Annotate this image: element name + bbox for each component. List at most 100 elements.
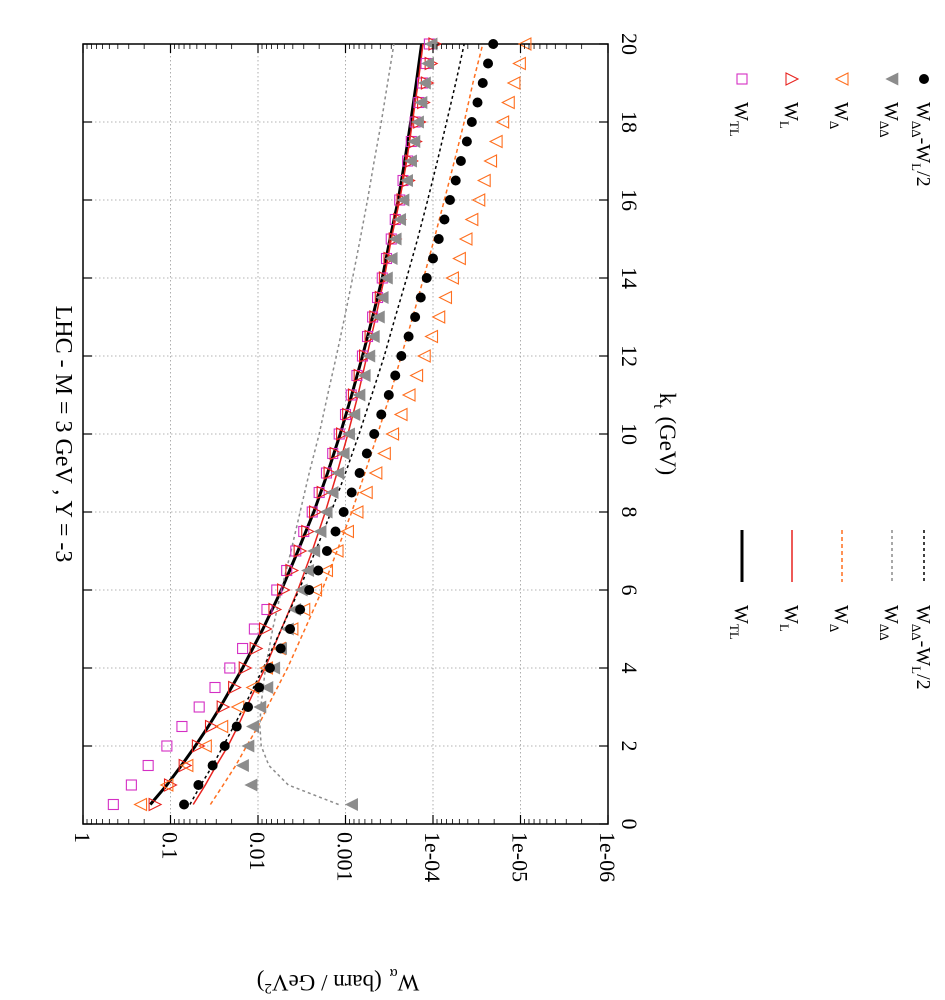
data-point-0 [161, 740, 173, 752]
legend-label-base: W [880, 605, 902, 624]
data-point-1 [359, 349, 373, 363]
legend-label-base: W [912, 102, 934, 121]
data-point-3 [246, 720, 259, 733]
data-point-2 [438, 290, 453, 305]
data-point-3 [366, 330, 380, 343]
data-point-4 [461, 136, 472, 147]
data-point-4 [439, 214, 450, 225]
legend-label-sub: ΔΔ [909, 624, 924, 641]
data-point-3 [414, 96, 428, 109]
data-point-2 [495, 115, 510, 129]
data-point-1 [323, 466, 338, 480]
data-point-4 [488, 39, 499, 49]
series-line-0 [149, 43, 424, 806]
data-point-3 [260, 681, 274, 694]
data-point-1 [353, 368, 368, 383]
data-point-1 [258, 622, 273, 636]
x-tick-label: 20 [617, 33, 642, 55]
data-point-2 [483, 154, 498, 168]
data-point-2 [488, 134, 503, 149]
data-point-1 [268, 602, 283, 617]
data-point-1 [191, 739, 206, 753]
data-point-1 [148, 797, 163, 812]
data-point-2 [471, 193, 486, 207]
data-point-1 [308, 505, 323, 519]
legend-label-tail-sub: L [909, 163, 924, 171]
legend-label: WL [777, 102, 802, 129]
legend-label: WTL [727, 102, 752, 137]
data-point-2 [512, 56, 526, 71]
data-point-1 [342, 407, 356, 422]
data-point-3 [313, 525, 327, 538]
legend-label: WL [777, 605, 802, 632]
legend-label-base: W [780, 605, 802, 624]
data-point-4 [313, 565, 324, 576]
data-point-3 [352, 388, 366, 402]
data-point-4 [396, 351, 407, 361]
y-axis-label-sup: 2 [264, 980, 272, 996]
data-point-4 [376, 409, 387, 420]
data-point-3 [345, 798, 358, 811]
x-tick-label: 18 [617, 111, 642, 133]
data-point-2 [319, 563, 334, 578]
legend-label-base: W [780, 102, 802, 121]
data-point-3 [421, 57, 434, 70]
data-point-3 [362, 349, 376, 363]
legend-label-tail: -W [912, 138, 934, 164]
legend-label-sub: ΔΔ [909, 121, 924, 138]
data-point-1 [374, 290, 389, 305]
data-point-3 [241, 739, 255, 753]
data-point-2 [349, 505, 364, 519]
data-point-2 [431, 310, 446, 324]
legend-label-sub: ΔΔ [877, 624, 892, 641]
x-tick-label: 16 [617, 189, 642, 211]
data-point-3 [235, 759, 249, 772]
data-point-4 [410, 312, 421, 322]
data-point-1 [347, 388, 362, 402]
data-point-3 [388, 232, 402, 246]
y-axis-label-base: W [397, 970, 419, 995]
legend-label-sub: L [777, 121, 792, 129]
legend-label-sub: Δ [827, 624, 842, 632]
legend-label: WΔ [827, 102, 852, 129]
data-point-3 [336, 447, 350, 460]
data-point-1 [378, 271, 393, 285]
data-point-0 [176, 720, 188, 733]
data-point-3 [396, 193, 410, 207]
data-point-3 [375, 291, 389, 304]
legend-label: WΔΔ [877, 605, 902, 641]
data-point-2 [445, 271, 459, 285]
data-point-1 [216, 700, 231, 714]
data-point-2 [501, 95, 515, 110]
data-point-1 [336, 427, 350, 441]
x-tick-label: 8 [617, 507, 642, 518]
legend-label-base: W [830, 102, 852, 121]
x-tick-label: 10 [617, 423, 642, 445]
y-tick-label: 0.1 [158, 832, 183, 860]
data-point-0 [125, 779, 137, 791]
data-point-3 [357, 369, 371, 382]
data-point-2 [476, 173, 491, 188]
data-point-3 [347, 408, 361, 421]
y-axis-label-sub: α [390, 965, 398, 981]
data-point-2 [506, 76, 521, 90]
data-point-2 [377, 446, 391, 461]
data-point-2 [198, 739, 212, 753]
data-point-1 [228, 680, 242, 695]
data-point-4 [450, 175, 461, 186]
data-point-4 [361, 448, 372, 459]
data-point-4 [472, 97, 483, 108]
data-point-2 [214, 719, 229, 734]
legend-label-sub: TL [727, 624, 742, 640]
data-point-3 [403, 154, 417, 168]
series-line-2 [209, 43, 484, 805]
series-line-1 [192, 43, 424, 805]
legend-label: WΔΔ [877, 102, 902, 138]
data-point-4 [219, 741, 230, 751]
legend-label-tail: -W [912, 641, 934, 667]
data-point-4 [338, 507, 349, 517]
data-point-2 [329, 544, 344, 558]
data-point-3 [253, 700, 267, 714]
